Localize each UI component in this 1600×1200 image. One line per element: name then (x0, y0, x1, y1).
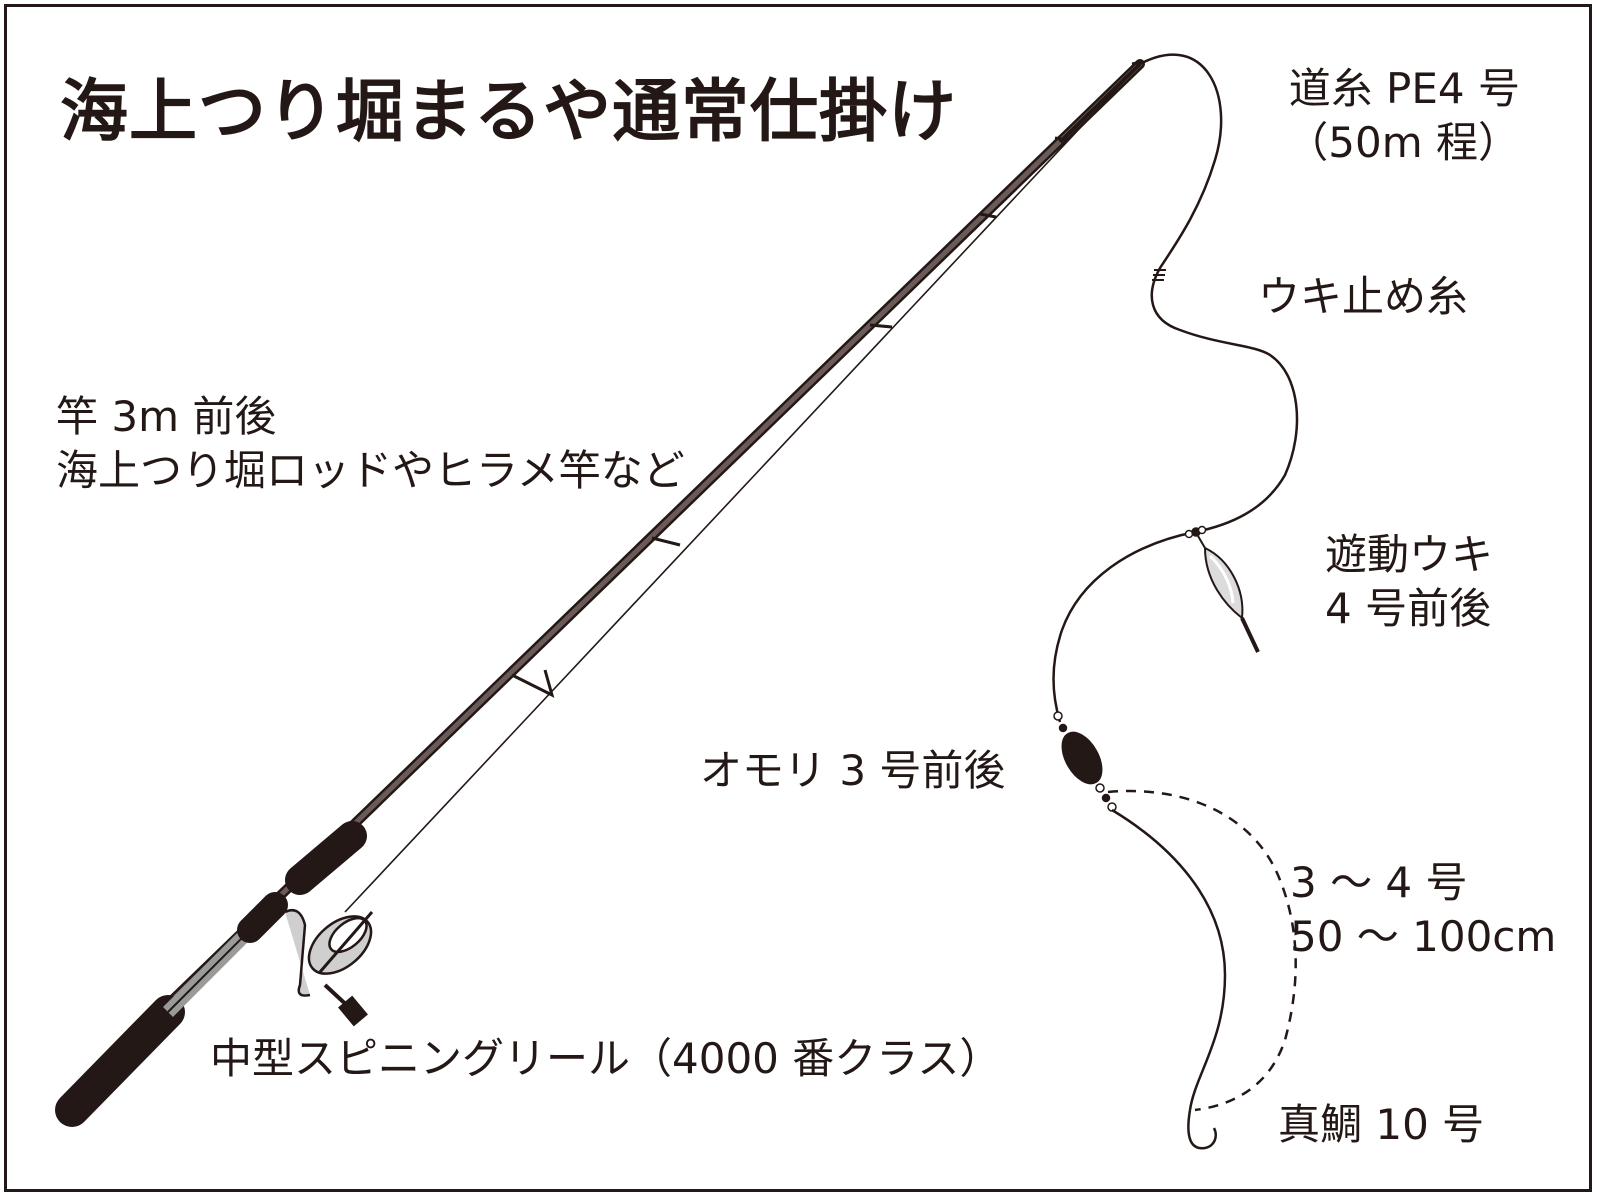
float-tail (1240, 617, 1260, 653)
reel-bail (318, 911, 374, 973)
sinker-bead (1058, 723, 1068, 733)
sinker-bead (1101, 793, 1111, 803)
hook (1187, 1109, 1217, 1150)
rod-butt-grip (55, 995, 185, 1127)
rod-guides (511, 60, 1143, 698)
rod-guide (979, 212, 997, 219)
bead (1197, 525, 1207, 535)
hook-label: 真鯛 10 号 (1278, 1100, 1485, 1149)
leader-label-line2: 50 ～ 100cm (1290, 912, 1557, 961)
fishing-rod (55, 59, 1145, 1127)
stopper-label: ウキ止め糸 (1258, 272, 1469, 321)
rod-fore-grip (285, 821, 367, 895)
rod-guide (1054, 136, 1069, 142)
leader-label: 3 ～ 4 号 50 ～ 100cm (1290, 856, 1556, 964)
diagram-frame (4, 4, 1592, 1192)
reel-handle-knob (338, 995, 368, 1027)
rod-tip-guide (1131, 60, 1143, 66)
sinker-bead (1095, 783, 1105, 793)
leader-range-dashed (1107, 789, 1297, 1112)
spinning-reel (284, 908, 374, 1027)
sinker-bead (1107, 802, 1117, 812)
main-line (1139, 53, 1299, 534)
leader-line (1111, 808, 1227, 1111)
float-beads (1184, 525, 1207, 539)
float-body-highlight (1208, 554, 1235, 604)
rod-guide (869, 323, 893, 329)
reel-seat-collar (237, 892, 288, 943)
leader-label-line1: 3 ～ 4 号 (1290, 858, 1468, 907)
reel-foot (284, 908, 311, 997)
main-line-label-line2: （50m 程） (1286, 118, 1520, 167)
sinker-assembly (1053, 711, 1117, 812)
stopper-knot (1152, 269, 1166, 281)
line-along-rod (344, 63, 1141, 913)
rod-label: 竿 3m 前後 海上つり堀ロッドやヒラメ竿など (56, 390, 685, 498)
main-line-label-line1: 道糸 PE4 号 (1288, 64, 1520, 113)
float-label-line1: 遊動ウキ (1325, 530, 1494, 579)
sinker-bead (1053, 711, 1063, 721)
sinker-label: オモリ 3 号前後 (700, 746, 1006, 795)
line-to-sinker (1052, 530, 1196, 723)
reel-label: 中型スピニングリール（4000 番クラス） (210, 1034, 1002, 1083)
rod-label-line1: 竿 3m 前後 (56, 392, 277, 441)
main-line-label: 道糸 PE4 号 （50m 程） (1260, 62, 1520, 170)
float-top-stem (1197, 535, 1206, 549)
rod-tip (1058, 62, 1142, 144)
rod-guide (511, 669, 555, 698)
sliding-float (1197, 535, 1260, 653)
float-label: 遊動ウキ 4 号前後 (1325, 528, 1493, 636)
sinker (1061, 731, 1103, 785)
rod-label-line2: 海上つり堀ロッドやヒラメ竿など (56, 446, 685, 495)
float-label-line2: 4 号前後 (1325, 584, 1492, 633)
rod-guide (651, 536, 681, 547)
diagram-title: 海上つり堀まるや通常仕掛け (60, 73, 958, 152)
